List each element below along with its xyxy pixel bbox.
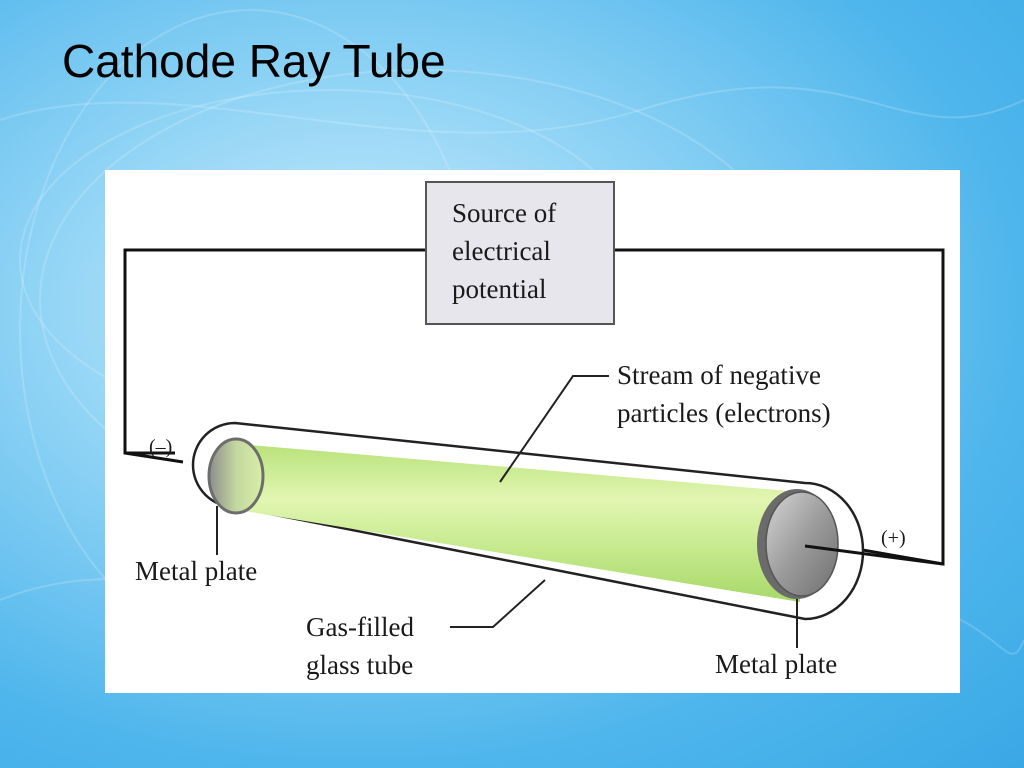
positive-terminal-label: (+): [881, 527, 906, 549]
source-label-line-2: electrical: [452, 236, 551, 266]
source-label-line-1: Source of: [452, 198, 556, 228]
electron-beam: [238, 444, 800, 602]
left-plate-label: Metal plate: [135, 556, 257, 586]
stream-leader-line: [499, 375, 609, 483]
circuit-wire-right: [613, 248, 945, 566]
left-metal-plate: [207, 437, 265, 515]
stream-label-line-1: Stream of negative: [617, 360, 821, 390]
right-plate-label: Metal plate: [715, 649, 837, 679]
positive-terminal-wire: [804, 544, 944, 566]
svg-text:Stream of negative parti: Stream of negative particles (electrons): [617, 360, 831, 428]
stream-label-line-2: particles (electrons): [617, 398, 831, 428]
circuit-wire-left: [123, 248, 427, 455]
negative-terminal-wire: [124, 451, 184, 464]
slide-title: Cathode Ray Tube: [62, 35, 446, 87]
svg-text:Source of electrical: Source of electrical potential: [452, 198, 563, 304]
tube-leader-line: [450, 579, 546, 628]
diagram-canvas: Source of electrical potential Stream of…: [123, 181, 945, 680]
potential-source-box: [425, 181, 615, 325]
right-metal-plate: [765, 491, 839, 597]
tube-label-line-2: glass tube: [306, 650, 413, 680]
source-label-line-3: potential: [452, 274, 546, 304]
cathode-ray-tube-diagram: Source of electrical potential Stream of…: [105, 170, 960, 693]
svg-text:Gas-filled glass tube: Gas-filled glass tube: [306, 612, 421, 680]
negative-terminal-label: (–): [149, 436, 172, 458]
tube-label-line-1: Gas-filled: [306, 612, 414, 642]
